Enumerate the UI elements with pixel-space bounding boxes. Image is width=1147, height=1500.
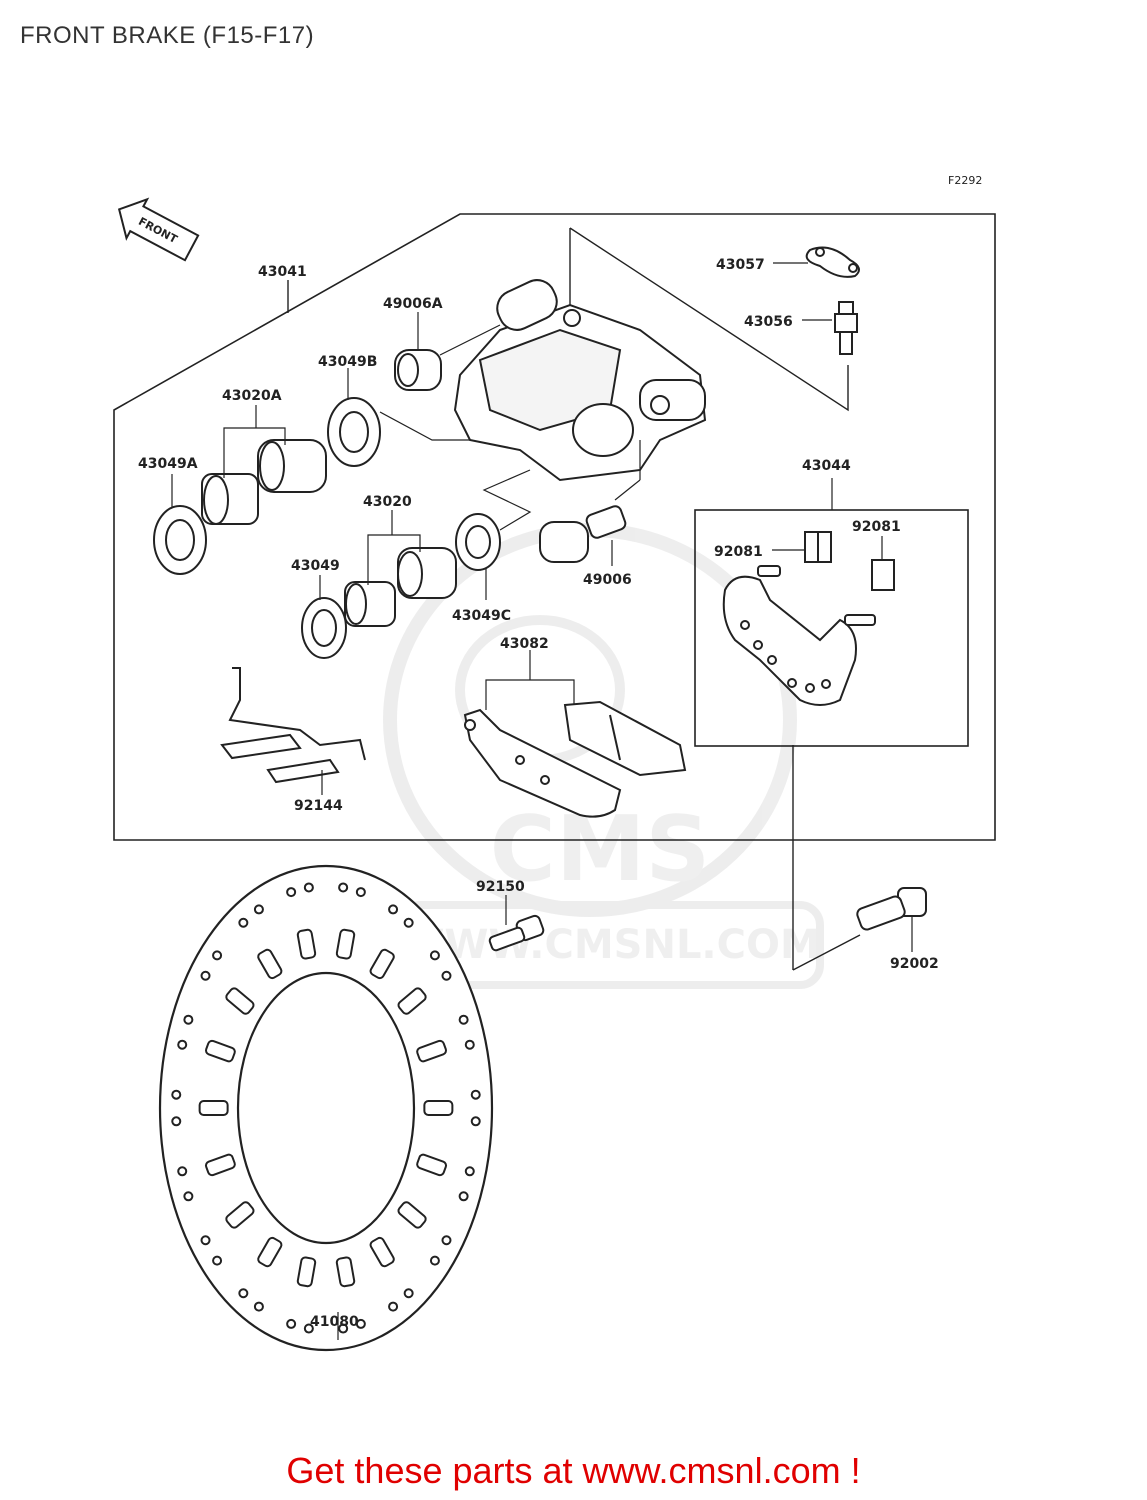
disc-hole	[470, 1089, 481, 1100]
part-92002-bolt	[856, 887, 927, 931]
disc-slot	[225, 1201, 255, 1229]
part-41080-disc	[158, 864, 494, 1352]
disc-hole	[355, 1318, 366, 1329]
disc-hole	[388, 904, 399, 915]
disc-slot	[296, 928, 317, 960]
disc-hole	[171, 1089, 182, 1100]
label-43082: 43082	[500, 636, 549, 652]
label-92150: 92150	[476, 879, 525, 895]
disc-hole	[458, 1191, 469, 1202]
part-43049b-seal	[327, 397, 381, 467]
label-92002: 92002	[890, 956, 939, 972]
disc-hole	[253, 1301, 264, 1312]
label-43049: 43049	[291, 558, 340, 574]
disc-hole	[238, 917, 249, 928]
label-92144: 92144	[294, 798, 343, 814]
footer-cta[interactable]: Get these parts at www.cmsnl.com !	[286, 1450, 861, 1491]
label-43057: 43057	[716, 257, 765, 273]
part-49006-pin	[539, 505, 627, 563]
label-43049b: 43049B	[318, 354, 377, 370]
disc-hole	[212, 1255, 223, 1266]
disc-hole	[441, 1235, 452, 1246]
disc-hole	[388, 1301, 399, 1312]
label-49006: 49006	[583, 572, 632, 588]
disc-slot	[397, 1201, 427, 1229]
part-92081-clip	[804, 531, 895, 591]
label-43041: 43041	[258, 264, 307, 280]
disc-hole	[464, 1039, 475, 1050]
label-43049a: 43049A	[138, 456, 198, 472]
disc-slot	[296, 1256, 317, 1288]
disc-slot	[204, 1039, 236, 1063]
figure-code: F2292	[948, 174, 982, 187]
disc-slot	[335, 928, 356, 960]
label-49006a: 49006A	[383, 296, 443, 312]
caliper-assembly-outline	[113, 213, 996, 841]
parts-diagram: CMS WWW.CMSNL.COM F2292 FRONT	[113, 174, 996, 1352]
label-43049c: 43049C	[452, 608, 511, 624]
disc-hole	[177, 1039, 188, 1050]
disc-hole	[303, 1323, 314, 1334]
disc-hole	[238, 1288, 249, 1299]
part-43049a-seal	[153, 505, 207, 575]
disc-hole	[171, 1116, 182, 1127]
label-41080: 41080	[310, 1314, 359, 1330]
disc-hole	[429, 1255, 440, 1266]
caliper-bracket	[722, 565, 876, 706]
part-49006a-boot	[394, 349, 442, 391]
part-43056-bleeder	[834, 301, 858, 355]
disc-hole	[338, 1323, 349, 1334]
part-92144-spring	[220, 667, 366, 784]
disc-slot	[257, 1236, 283, 1268]
label-92081-right: 92081	[852, 519, 901, 535]
watermark: CMS WWW.CMSNL.COM	[383, 523, 824, 989]
disc-hole	[183, 1191, 194, 1202]
disc-hole	[458, 1014, 469, 1025]
disc-slot	[423, 1100, 454, 1116]
disc-hole	[200, 970, 211, 981]
part-43057-plate	[805, 246, 860, 278]
disc-hole	[212, 950, 223, 961]
disc-hole	[470, 1116, 481, 1127]
part-43049c-seal	[455, 513, 501, 571]
front-arrow-icon: FRONT	[117, 197, 200, 262]
disc-hole	[464, 1166, 475, 1177]
disc-slot	[397, 987, 427, 1015]
disc-slot	[416, 1039, 448, 1063]
disc-hole	[286, 1318, 297, 1329]
page-title: FRONT BRAKE (F15-F17)	[20, 22, 315, 49]
part-43020-piston	[344, 547, 457, 627]
disc-hole	[338, 882, 349, 893]
disc-hole	[403, 917, 414, 928]
part-43049-seal	[301, 597, 347, 659]
disc-hole	[286, 887, 297, 898]
label-43044: 43044	[802, 458, 851, 474]
disc-slot	[335, 1256, 356, 1288]
disc-hole	[303, 882, 314, 893]
disc-hole	[253, 904, 264, 915]
disc-slot	[416, 1153, 448, 1177]
label-43020a: 43020A	[222, 388, 282, 404]
disc-hole	[429, 950, 440, 961]
disc-hole	[441, 970, 452, 981]
disc-hole	[183, 1014, 194, 1025]
part-92150-bolt	[488, 914, 545, 952]
disc-slot	[204, 1153, 236, 1177]
disc-slot	[369, 1236, 395, 1268]
label-92081-left: 92081	[714, 544, 763, 560]
disc-slot	[225, 987, 255, 1015]
disc-slot	[257, 948, 283, 980]
part-43082-brake-pads	[463, 700, 687, 818]
label-43056: 43056	[744, 314, 793, 330]
part-43020a-piston	[201, 439, 327, 525]
caliper-body	[453, 279, 707, 482]
watermark-url: WWW.CMSNL.COM	[400, 922, 820, 968]
disc-slot	[198, 1100, 229, 1116]
disc-hole	[177, 1166, 188, 1177]
disc-hole	[355, 887, 366, 898]
disc-hole	[200, 1235, 211, 1246]
disc-slot	[369, 948, 395, 980]
disc-hole	[403, 1288, 414, 1299]
label-43020: 43020	[363, 494, 412, 510]
